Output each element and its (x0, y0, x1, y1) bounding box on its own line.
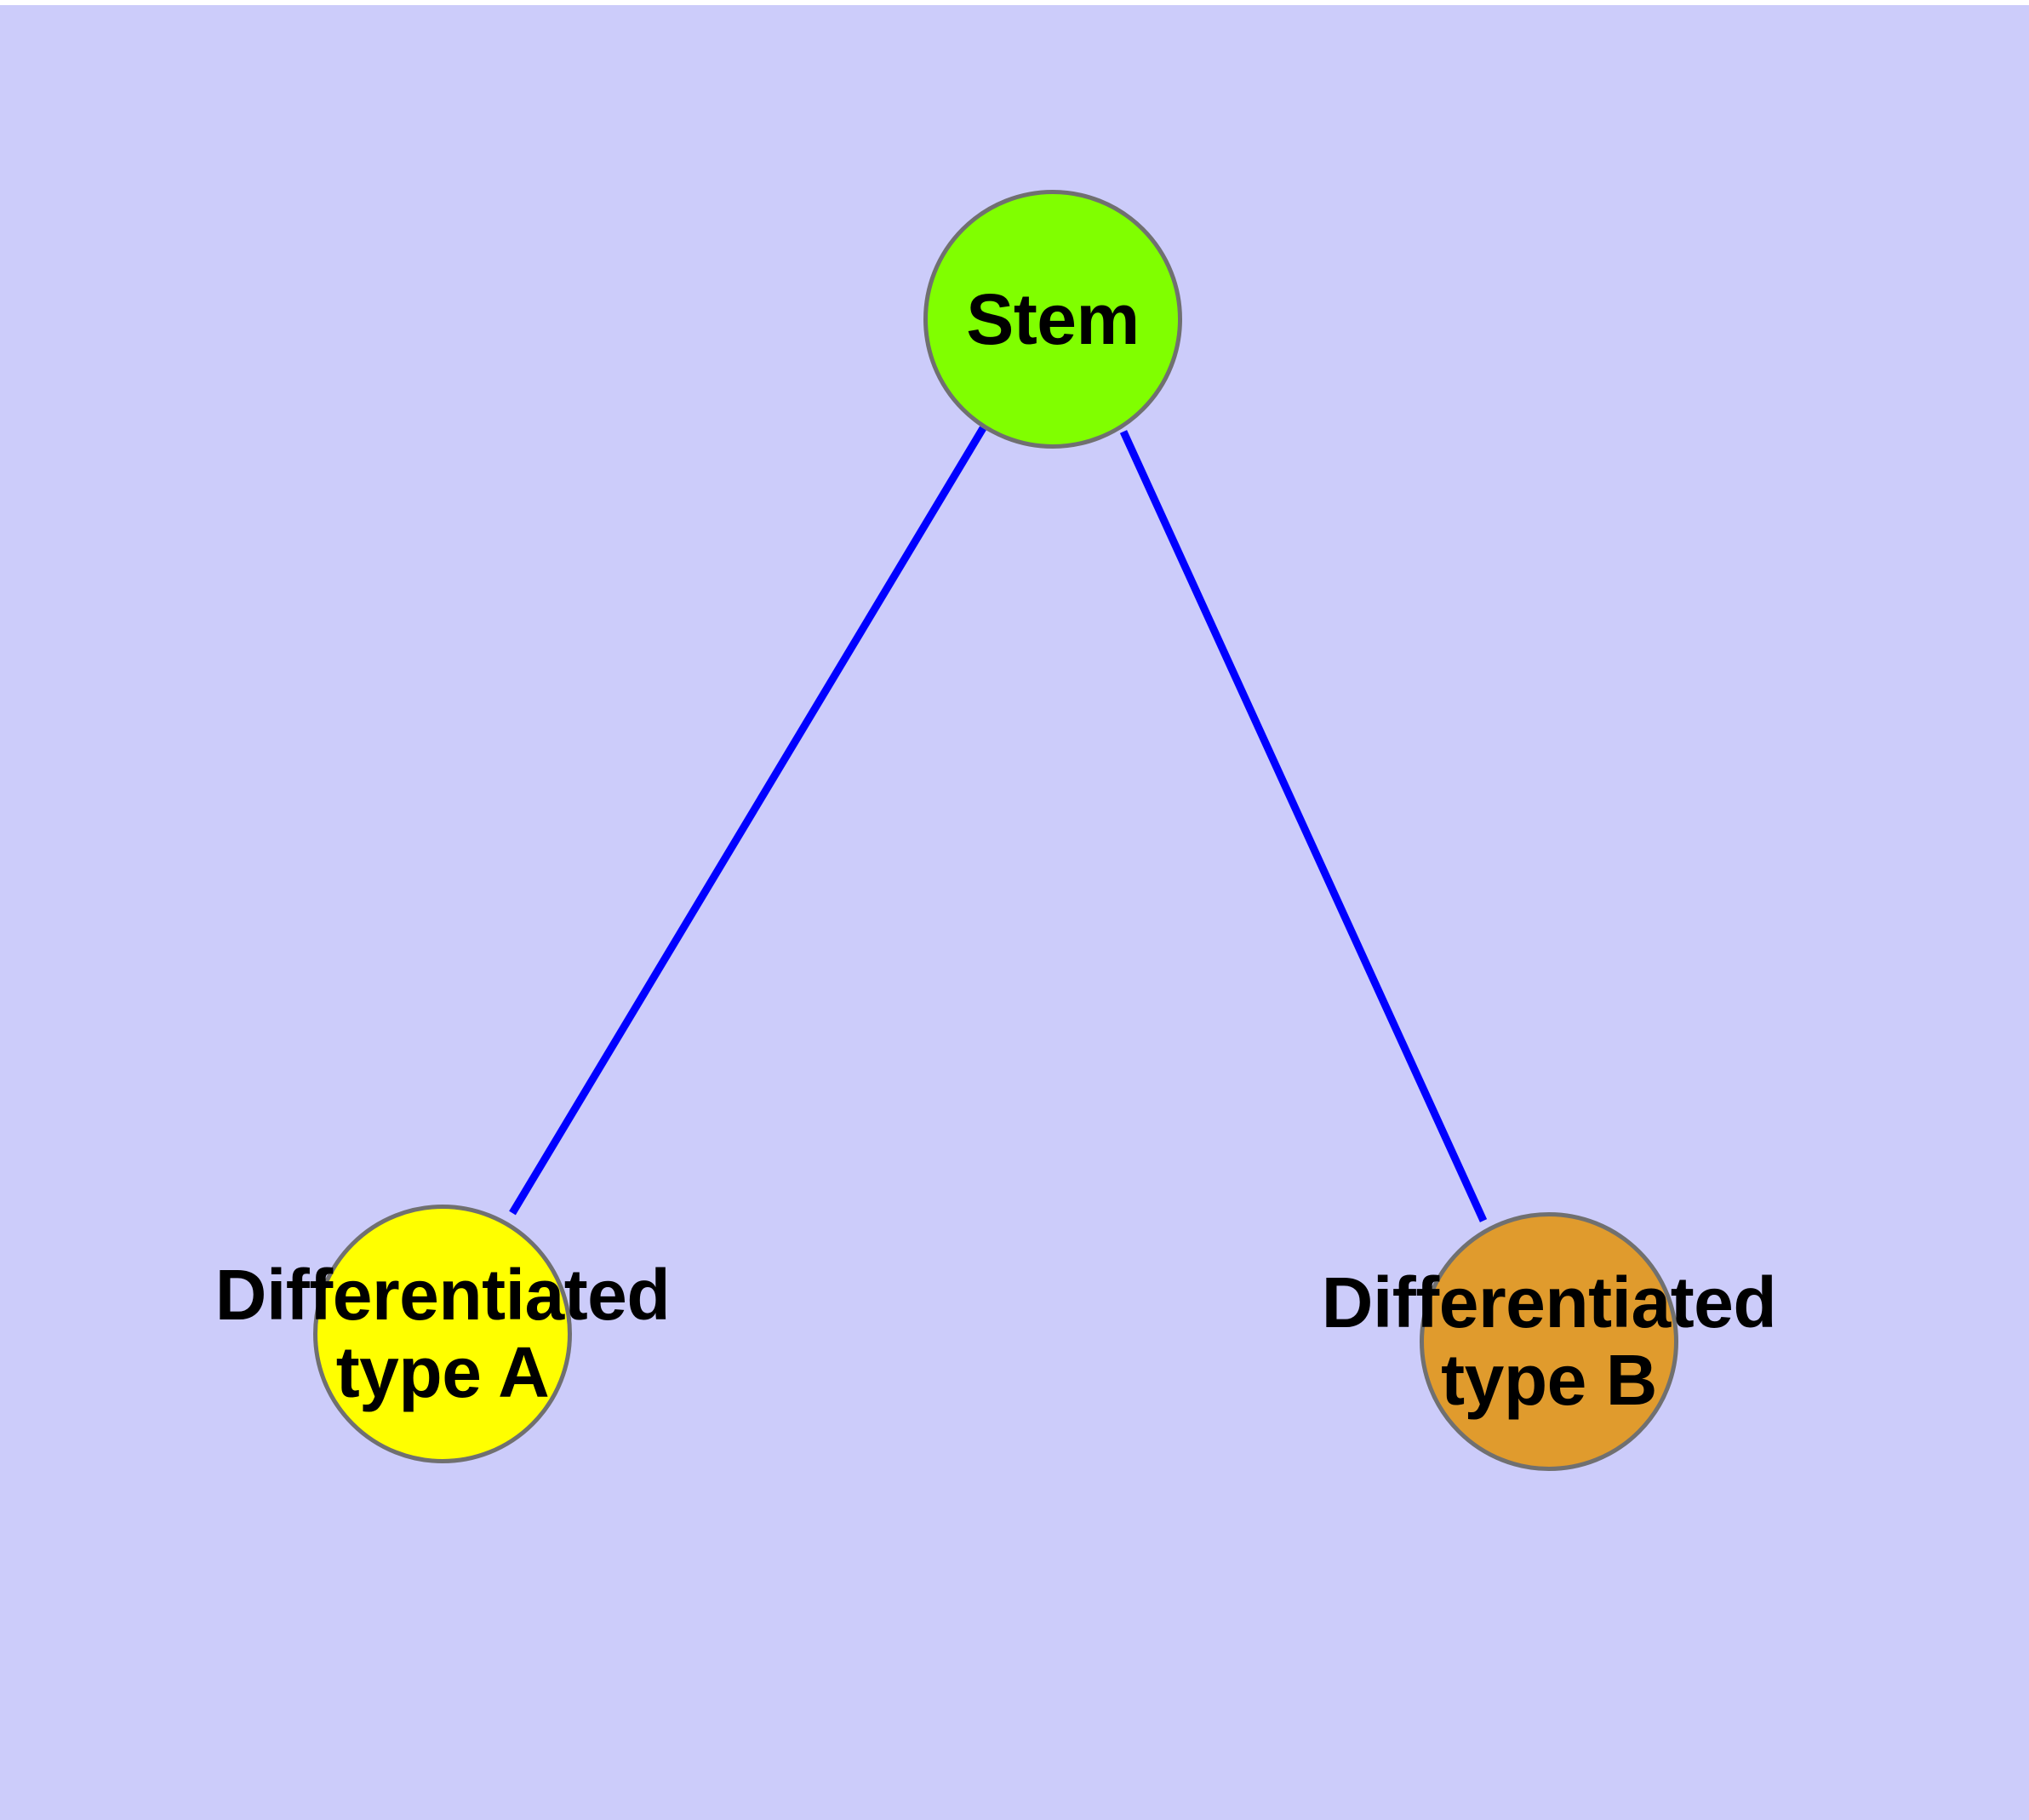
node-differentiated-type-a[interactable] (313, 1205, 572, 1463)
edge-stem-to-diff-a (509, 426, 986, 1216)
edge-stem-to-diff-b (1119, 430, 1488, 1222)
node-differentiated-type-b[interactable] (1420, 1212, 1678, 1471)
canvas-top-margin (0, 0, 2029, 5)
node-stem[interactable] (923, 190, 1182, 449)
